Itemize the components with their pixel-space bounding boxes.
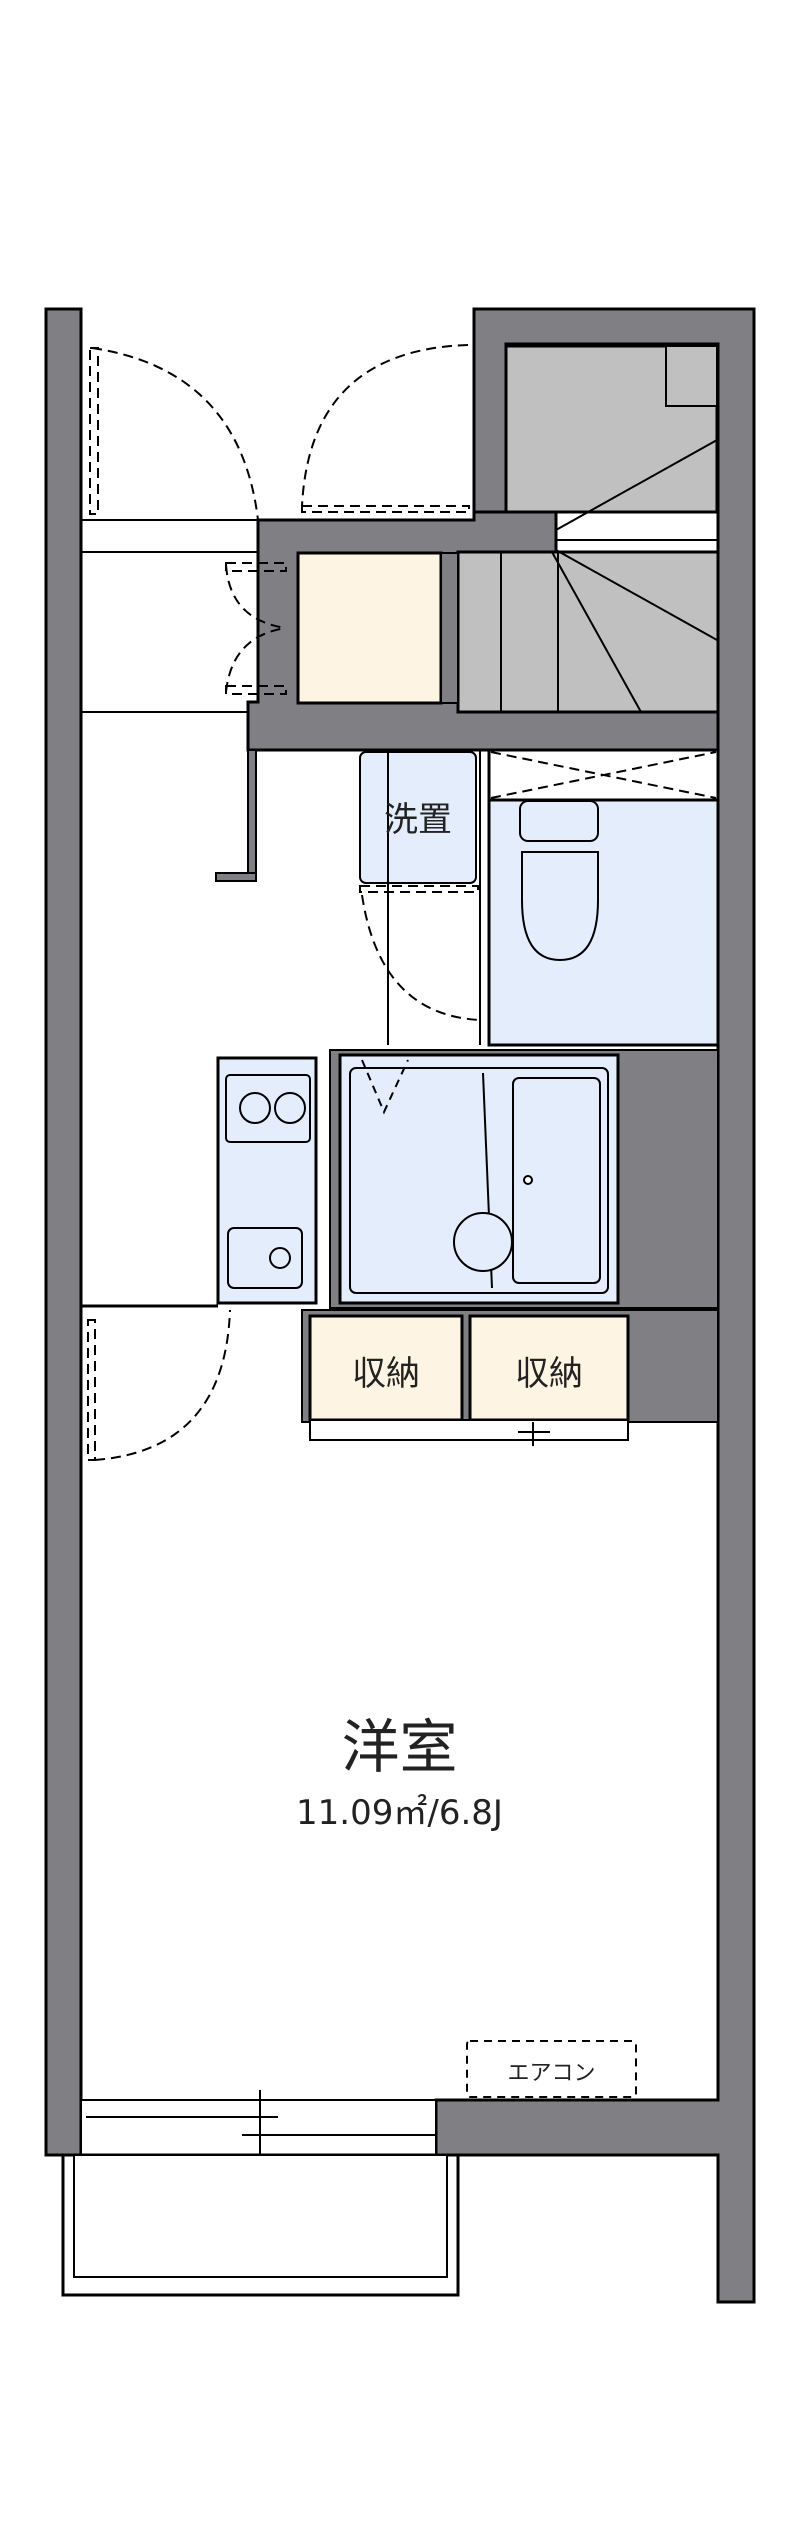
shoe-storage: [296, 551, 443, 705]
kitchen-sink: [227, 1227, 303, 1289]
storage-right-label: 収納: [515, 1354, 583, 1394]
air-conditioner-label: エアコン: [507, 2061, 596, 2086]
western-room-area: 11.09㎡/6.8J: [296, 1793, 503, 1833]
storage-left-label: 収納: [352, 1354, 420, 1394]
washbasin: [453, 1212, 513, 1272]
storage-left: [308, 1314, 464, 1422]
western-room-label: 洋室: [341, 1713, 458, 1781]
laundry-label: 洗置: [384, 800, 452, 840]
storage-right: [468, 1314, 630, 1422]
stove-burner-left: [239, 1092, 271, 1124]
toilet-bowl: [521, 851, 599, 962]
left-exterior-wall: [44, 307, 83, 2157]
bathtub: [512, 1077, 601, 1284]
toilet-tank: [519, 800, 599, 842]
stove-burner-right: [274, 1092, 306, 1124]
